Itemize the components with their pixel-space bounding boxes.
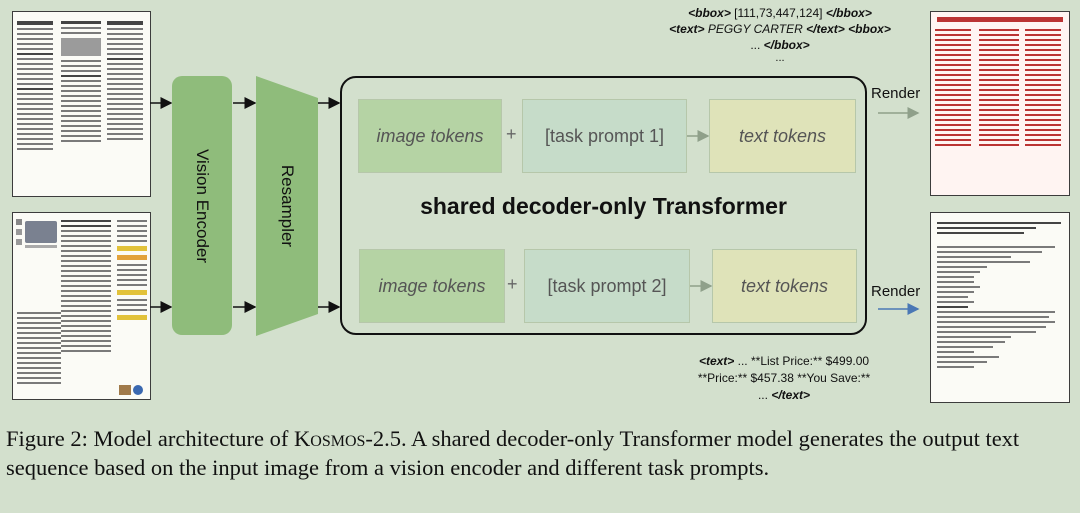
bottom-annot-line2: **Price:** $457.38 **You Save:** bbox=[697, 371, 871, 385]
caption-prefix: Figure 2: Model architecture of K bbox=[6, 426, 311, 451]
resampler-label: Resampler bbox=[278, 164, 298, 248]
bottom-annotation: <text> ... **List Price:** $499.00 **Pri… bbox=[666, 354, 902, 402]
resampler-label-wrap: Resampler bbox=[256, 76, 318, 336]
task-prompt-2: [task prompt 2] bbox=[524, 249, 690, 323]
text-tokens-2: text tokens bbox=[712, 249, 857, 323]
vision-encoder-label: Vision Encoder bbox=[193, 148, 213, 263]
transformer-title: shared decoder-only Transformer bbox=[420, 193, 787, 219]
top-annotation: <bbox> [111,73,447,124] </bbox> <text> P… bbox=[660, 6, 900, 64]
top-annot-line4: ... bbox=[775, 52, 785, 64]
resampler-block bbox=[256, 76, 318, 336]
input-webpage-image bbox=[12, 212, 151, 400]
bottom-annot-line3: ... </text> bbox=[757, 388, 811, 402]
output-newspaper-rendered bbox=[930, 11, 1070, 196]
figure-caption: Figure 2: Model architecture of Kosmos-2… bbox=[6, 424, 1078, 482]
input-newspaper-image bbox=[12, 11, 151, 197]
caption-smallcaps: osmos bbox=[310, 426, 366, 451]
task-prompt-1: [task prompt 1] bbox=[522, 99, 687, 173]
top-annot-line1: <bbox> [111,73,447,124] </bbox> bbox=[688, 6, 872, 20]
transformer-box bbox=[340, 76, 867, 335]
plus-1: + bbox=[506, 124, 517, 144]
image-tokens-1: image tokens bbox=[358, 99, 502, 173]
output-markdown-rendered bbox=[930, 212, 1070, 403]
vision-encoder-block: Vision Encoder bbox=[172, 76, 232, 335]
top-annot-line2: <text> PEGGY CARTER </text> <bbox> bbox=[669, 22, 891, 36]
top-annot-line3: ... </bbox> bbox=[750, 38, 810, 52]
plus-2: + bbox=[507, 274, 518, 294]
caption-suffix: -2.5. A shared decoder-only Transformer … bbox=[6, 426, 1020, 480]
image-tokens-2: image tokens bbox=[359, 249, 505, 323]
render-label-bottom: Render bbox=[871, 283, 921, 300]
bottom-annot-line1: <text> ... **List Price:** $499.00 bbox=[698, 354, 870, 368]
text-tokens-1: text tokens bbox=[709, 99, 856, 173]
render-label-top: Render bbox=[871, 85, 921, 102]
